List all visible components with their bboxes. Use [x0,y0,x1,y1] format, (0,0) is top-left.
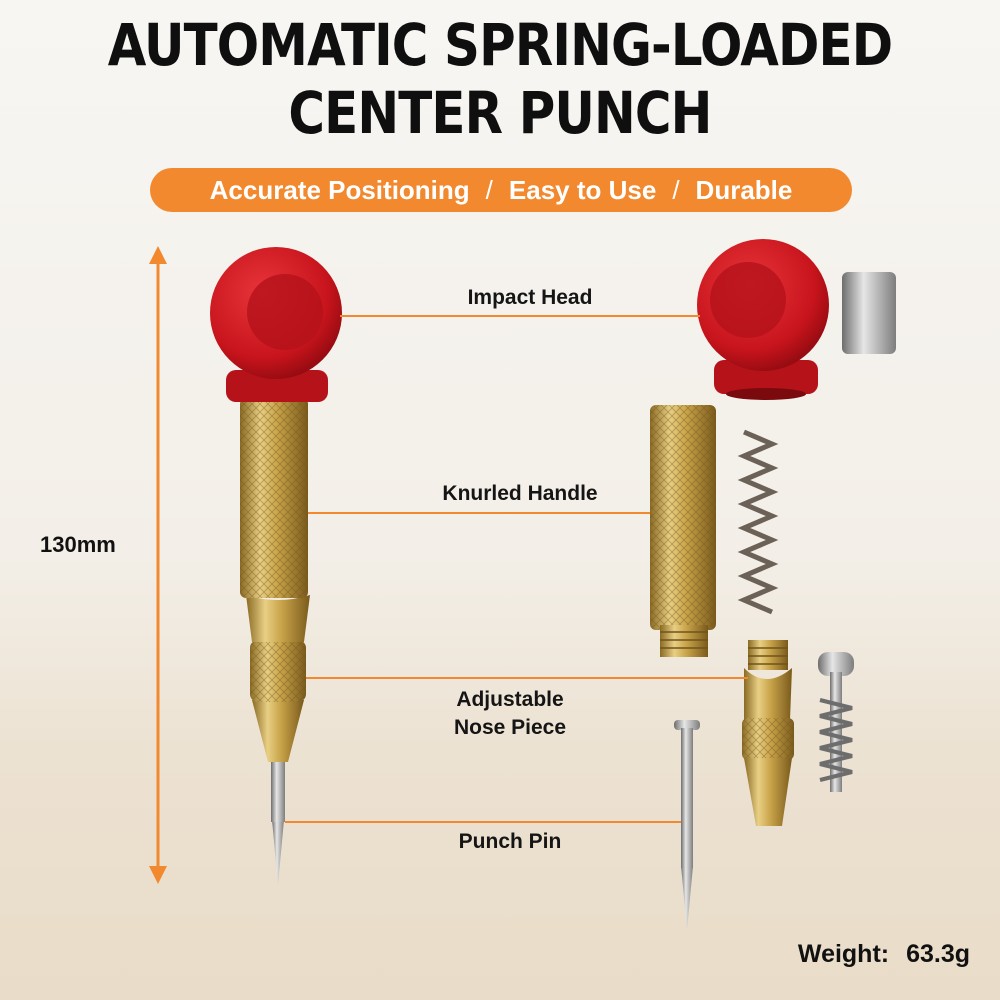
label-impact-head: Impact Head [467,286,593,309]
label-knurled-handle: Knurled Handle [442,482,598,505]
spring-small-screw [818,652,854,792]
weight-value: 63.3g [906,940,970,968]
label-punch-pin: Punch Pin [458,830,562,853]
feature-separator: / [485,174,493,205]
leader-lines [285,315,748,823]
weight-info: Weight: 63.3g [798,940,970,969]
title-line-2: CENTER PUNCH [288,79,712,147]
exploded-knurled-handle [650,405,716,657]
exploded-nose-piece [742,640,794,826]
label-nose-line-1: Adjustable [456,688,564,711]
spring-large [737,429,779,615]
feature-separator: / [672,174,680,205]
weight-label: Weight: [797,940,890,968]
feature-durable: Durable [695,174,793,205]
magnet-cylinder [842,272,896,354]
label-nose-line-2: Nose Piece [453,716,567,739]
exploded-impact-head [697,239,829,400]
feature-accurate-positioning: Accurate Positioning [209,174,470,205]
feature-banner: Accurate Positioning / Easy to Use / Dur… [150,168,852,212]
title-line-1: AUTOMATIC SPRING-LOADED [107,11,893,79]
assembled-punch [210,247,342,885]
exploded-punch-pin [674,720,700,930]
feature-easy-to-use: Easy to Use [508,174,657,205]
dimension-label: 130mm [40,532,116,557]
